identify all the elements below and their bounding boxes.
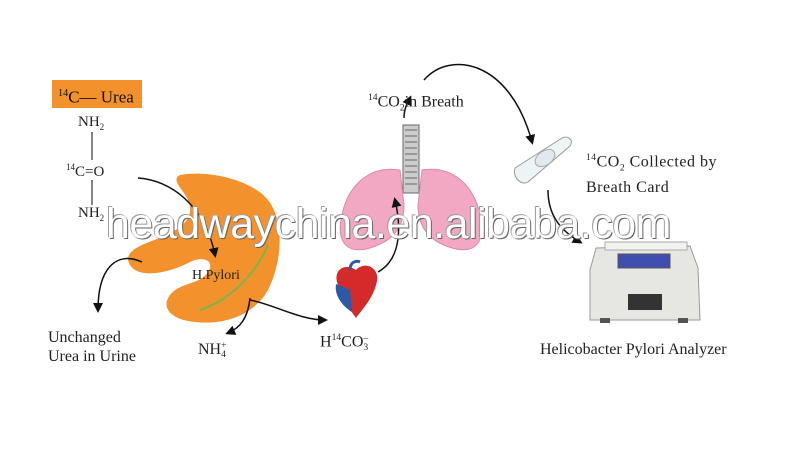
ammonium-charge: +: [221, 340, 227, 352]
analyzer-device-icon: [589, 241, 701, 323]
arrow-heart-to-lungs: [377, 197, 402, 273]
breath-co: CO: [377, 93, 400, 111]
unchanged-urea-label: Unchanged Urea in Urine: [48, 328, 136, 366]
stomach-shape: [128, 173, 280, 323]
nh2-bottom-sub: 2: [99, 213, 105, 223]
urea-label-text: C— Urea: [68, 87, 134, 107]
nh2-bottom-base: NH: [78, 205, 100, 221]
stomach-lining: [199, 244, 269, 311]
heart-icon: [335, 259, 378, 318]
molecule-carbonyl: 14C=O: [66, 162, 104, 181]
nh2-top-sub: 2: [99, 122, 105, 132]
card-line-1: Collected by: [625, 153, 717, 171]
arrow-urea-to-stomach: [137, 177, 219, 258]
lungs-icon: [339, 124, 483, 251]
arrow-to-urine: [93, 257, 143, 313]
bicarbonate-sub: 3: [363, 341, 369, 353]
card-co: CO: [596, 153, 620, 171]
arrow-card-to-analyzer: [547, 189, 583, 244]
bicarbonate-label: H14CO–3: [320, 328, 368, 352]
ammonium-label: NH+4: [198, 340, 227, 361]
breath-card-icon: [513, 136, 572, 184]
card-label: 14CO2 Collected by Breath Card: [586, 148, 717, 197]
watermark-text: headwaychina.en.alibaba.com: [106, 200, 672, 248]
card-line-2: Breath Card: [586, 178, 670, 196]
molecule-nh2-bottom: NH2: [78, 205, 104, 223]
molecule-nh2-top: NH2: [78, 114, 104, 132]
breath-isotope: 14: [368, 92, 378, 103]
card-sub: 2: [619, 162, 626, 174]
bicarbonate-isotope: 14: [331, 332, 342, 343]
analyzer-label: Helicobacter Pylori Analyzer: [540, 341, 727, 358]
ammonium-base: NH: [198, 341, 222, 358]
bicarbonate-co: CO: [341, 333, 364, 351]
arrow-breath-to-card: [423, 63, 536, 145]
breath-text: in Breath: [404, 93, 464, 111]
urea-label-box: 14C— Urea: [52, 80, 142, 108]
urea-isotope: 14: [58, 88, 69, 99]
card-isotope: 14: [586, 152, 597, 163]
bicarbonate-h: H: [320, 333, 332, 351]
carbonyl-isotope: 14: [66, 162, 75, 172]
arrow-to-ammonium: [225, 297, 251, 335]
arrow-to-bicarbonate: [249, 299, 328, 325]
unchanged-line-1: Unchanged: [48, 329, 121, 346]
breath-sub: 2: [399, 102, 405, 114]
arrow-lungs-to-breath: [402, 95, 412, 119]
ammonium-sub: 4: [221, 349, 226, 361]
unchanged-line-2: Urea in Urine: [48, 348, 136, 365]
breath-label: 14CO2in Breath: [368, 88, 464, 118]
carbonyl-text: C=O: [75, 164, 105, 180]
nh2-top-base: NH: [78, 114, 100, 130]
stomach-label: H.Pylori: [192, 268, 240, 283]
bicarbonate-charge: –: [363, 332, 369, 344]
